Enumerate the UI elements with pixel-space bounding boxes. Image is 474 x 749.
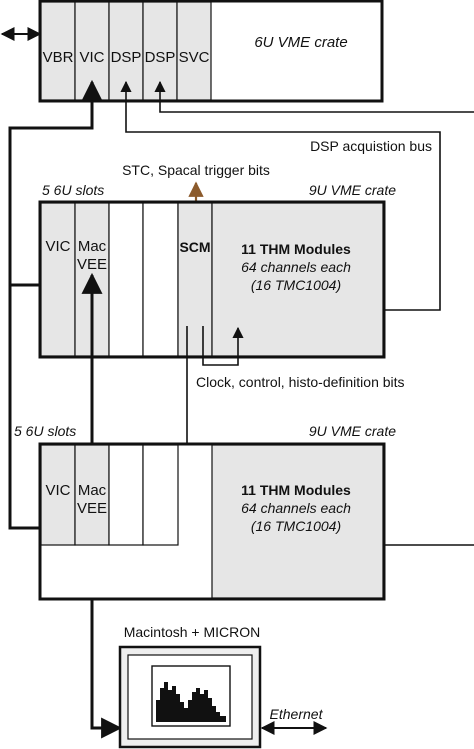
mac-label: Macintosh + MICRON [124,624,261,640]
crate1-slot-vic [40,202,76,357]
slot-label-svc: SVC [179,49,210,66]
slot-label-dsp-1: DSP [111,49,142,66]
crate1-thm-tmc: (16 TMC1004) [251,277,341,293]
top-crate-label: 6U VME crate [254,34,347,51]
crate1-vic-label: VIC [45,238,70,255]
crate2-thm-channels: 64 channels each [241,500,351,516]
crate2-vee-label: VEE [77,500,107,517]
crate1-crate-label: 9U VME crate [309,182,396,198]
crate1-slot-scm [177,202,213,357]
crate2-thm-tmc: (16 TMC1004) [251,518,341,534]
crate2-mac-label: Mac [78,482,107,499]
clock-label: Clock, control, histo-definition bits [196,374,405,390]
crate2-crate-label: 9U VME crate [309,423,396,439]
crate2-slot-vic [40,444,76,546]
crate1-scm-label: SCM [179,239,210,255]
crate1-mac-label: Mac [78,238,107,255]
crate-9u-1: VIC Mac VEE SCM 11 THM Modules 64 channe… [38,200,386,359]
crate2-thm-title: 11 THM Modules [241,482,351,498]
slot-label-dsp-2: DSP [145,49,176,66]
crate2-slots-label: 5 6U slots [14,423,76,439]
macintosh-computer [118,645,262,749]
dsp2-bus-line [154,80,474,113]
crate1-thm-channels: 64 channels each [241,259,351,275]
crate-9u-2: VIC Mac VEE 11 THM Modules 64 channels e… [38,442,386,601]
crate2-slot-mac [74,444,110,546]
crate1-slot-empty-2 [142,202,179,357]
crate1-vee-label: VEE [77,256,107,273]
vic-chain-line [8,79,103,539]
crate2-thm-modules [211,444,384,599]
ethernet-label: Ethernet [270,706,324,722]
histogram-plot [156,682,226,722]
crate2-slot-empty-1 [108,444,144,546]
crate2-slot-empty-2 [142,444,179,546]
slot-label-vbr: VBR [43,49,74,66]
clock-line-crate1 [202,326,244,366]
bus-label: DSP acquistion bus [310,138,432,154]
crate2-vic-label: VIC [45,482,70,499]
crate1-slot-empty-1 [108,202,144,357]
slot-label-vic: VIC [79,49,104,66]
crate1-thm-title: 11 THM Modules [241,241,351,257]
trigger-label: STC, Spacal trigger bits [122,162,270,178]
crate1-slots-label: 5 6U slots [42,182,104,198]
